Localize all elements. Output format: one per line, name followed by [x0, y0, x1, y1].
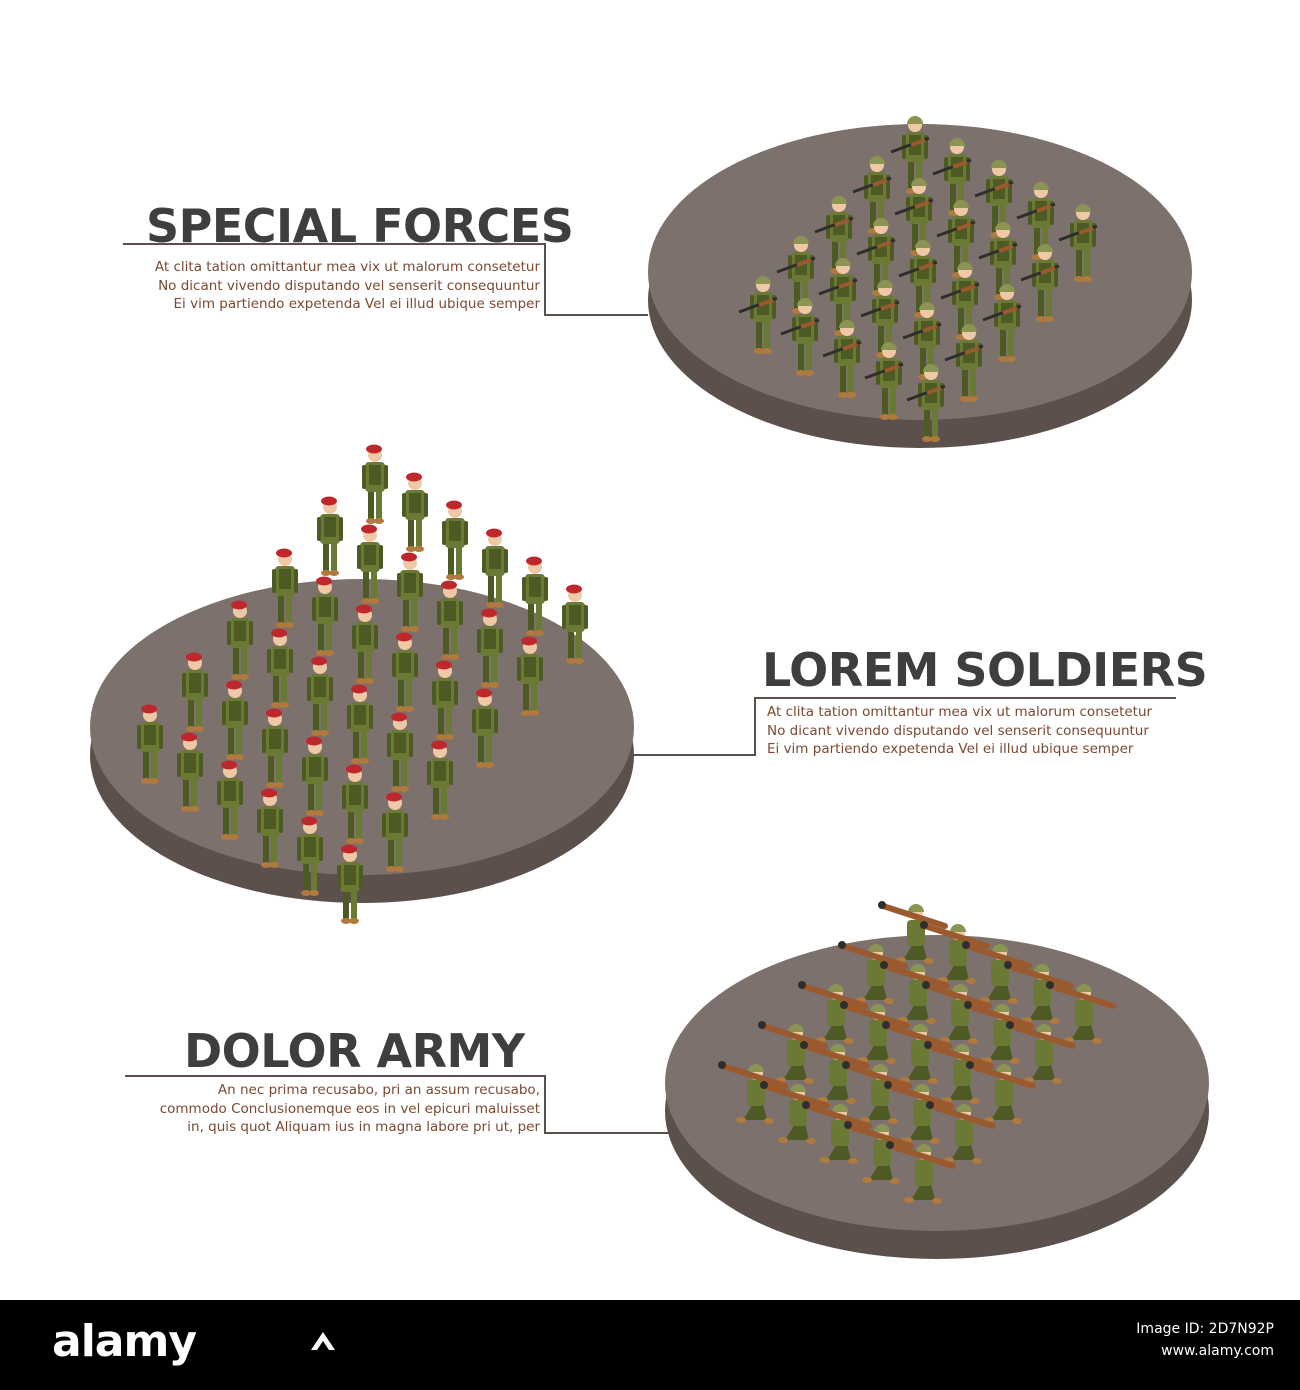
watermark-footer: alamy Image ID: 2D7N92P www.alamy.com	[0, 1300, 1300, 1390]
soldier-with-rifle-icon	[890, 116, 930, 194]
soldier-with-red-beret-icon	[477, 608, 503, 688]
soldier-with-rifle-icon	[1020, 244, 1060, 322]
description-special-forces: At clita tation omittantur mea vix ut ma…	[155, 258, 540, 314]
description-line: Ei vim partiendo expetenda Vel ei illud …	[173, 296, 540, 312]
soldier-with-red-beret-icon	[272, 548, 298, 628]
soldier-with-red-beret-icon	[427, 740, 453, 820]
soldier-with-rifle-icon	[864, 342, 904, 420]
soldier-with-red-beret-icon	[137, 704, 163, 784]
brand-logo: alamy	[52, 1316, 197, 1367]
soldier-with-red-beret-icon	[437, 580, 463, 660]
description-line: No dicant vivendo disputando vel senseri…	[767, 722, 1149, 739]
title-special-forces: SPECIAL FORCES	[146, 199, 574, 253]
soldier-with-red-beret-icon	[257, 788, 283, 868]
formation-dolor-army	[718, 901, 1116, 1204]
soldier-with-red-beret-icon	[472, 688, 498, 768]
soldier-with-rifle-icon	[1016, 182, 1056, 260]
soldier-with-red-beret-icon	[562, 584, 588, 664]
soldier-with-red-beret-icon	[342, 764, 368, 844]
kneeling-soldier-with-launcher-icon	[966, 1061, 1036, 1124]
description-line: An nec prima recusabo, pri an assum recu…	[217, 1082, 540, 1098]
military-infographic: SPECIAL FORCES At clita tation omittantu…	[90, 116, 1209, 1259]
soldier-with-red-beret-icon	[432, 660, 458, 740]
soldier-with-red-beret-icon	[397, 552, 423, 632]
soldier-with-red-beret-icon	[402, 472, 428, 552]
title-dolor-army: DOLOR ARMY	[184, 1024, 525, 1078]
title-lorem-soldiers: LOREM SOLDIERS	[762, 643, 1208, 697]
soldier-with-red-beret-icon	[347, 684, 373, 764]
soldier-with-red-beret-icon	[182, 652, 208, 732]
image-url: www.alamy.com	[1161, 1343, 1274, 1359]
soldier-with-red-beret-icon	[352, 604, 378, 684]
platform-top	[665, 935, 1209, 1231]
formation-special-forces	[738, 116, 1098, 442]
soldier-with-rifle-icon	[814, 196, 854, 274]
soldier-with-rifle-icon	[982, 284, 1022, 362]
soldier-with-rifle-icon	[906, 364, 946, 442]
leader-line-lorem-soldiers	[627, 697, 1176, 756]
soldier-with-red-beret-icon	[387, 712, 413, 792]
soldier-with-red-beret-icon	[482, 528, 508, 608]
kneeling-soldier-with-launcher-icon	[802, 1101, 872, 1164]
soldier-with-red-beret-icon	[217, 760, 243, 840]
soldier-with-red-beret-icon	[297, 816, 323, 896]
soldier-with-red-beret-icon	[222, 680, 248, 760]
kneeling-soldier-with-launcher-icon	[962, 941, 1032, 1004]
soldier-with-rifle-icon	[856, 218, 896, 296]
leader-line-dolor-army	[125, 1075, 690, 1134]
soldier-with-rifle-icon	[852, 156, 892, 234]
soldier-with-red-beret-icon	[522, 556, 548, 636]
brand-mark-icon	[311, 1332, 335, 1350]
soldier-with-red-beret-icon	[362, 444, 388, 524]
kneeling-soldier-with-launcher-icon	[842, 1061, 912, 1124]
soldier-with-rifle-icon	[780, 298, 820, 376]
soldier-with-red-beret-icon	[392, 632, 418, 712]
soldier-with-red-beret-icon	[357, 524, 383, 604]
description-lorem-soldiers: At clita tation omittantur mea vix ut ma…	[767, 703, 1152, 759]
soldier-with-red-beret-icon	[517, 636, 543, 716]
soldier-with-rifle-icon	[944, 324, 984, 402]
soldier-with-rifle-icon	[1058, 204, 1098, 282]
soldier-with-rifle-icon	[936, 200, 976, 278]
description-line: in, quis quot Aliquam ius in magna labor…	[187, 1119, 540, 1135]
leader-line-special-forces	[123, 243, 648, 316]
isometric-scene	[90, 116, 1209, 1259]
soldier-with-rifle-icon	[894, 178, 934, 256]
soldier-with-red-beret-icon	[337, 844, 363, 924]
kneeling-soldier-with-launcher-icon	[964, 1001, 1034, 1064]
soldier-with-rifle-icon	[974, 160, 1014, 238]
kneeling-soldier-with-launcher-icon	[886, 1141, 956, 1204]
soldier-with-rifle-icon	[898, 240, 938, 318]
kneeling-soldier-with-launcher-icon	[882, 1021, 952, 1084]
description-line: commodo Conclusionemque eos in vel epicu…	[159, 1100, 540, 1117]
formation-lorem-soldiers	[137, 444, 588, 924]
soldier-with-red-beret-icon	[307, 656, 333, 736]
description-line: Ei vim partiendo expetenda Vel ei illud …	[767, 741, 1134, 757]
soldier-with-rifle-icon	[822, 320, 862, 398]
description-line: At clita tation omittantur mea vix ut ma…	[767, 704, 1153, 720]
description-line: At clita tation omittantur mea vix ut ma…	[154, 259, 540, 275]
kneeling-soldier-with-launcher-icon	[1006, 1021, 1076, 1084]
soldier-with-red-beret-icon	[177, 732, 203, 812]
kneeling-soldier-with-launcher-icon	[878, 901, 948, 964]
description-dolor-army: An nec prima recusabo, pri an assum recu…	[160, 1081, 540, 1137]
soldier-with-red-beret-icon	[382, 792, 408, 872]
soldier-with-red-beret-icon	[312, 576, 338, 656]
kneeling-soldier-with-launcher-icon	[1046, 981, 1116, 1044]
image-id: Image ID: 2D7N92P	[1136, 1321, 1274, 1337]
description-line: No dicant vivendo disputando vel senseri…	[158, 277, 540, 294]
soldier-with-red-beret-icon	[262, 708, 288, 788]
soldier-with-red-beret-icon	[302, 736, 328, 816]
soldier-with-red-beret-icon	[227, 600, 253, 680]
soldier-with-rifle-icon	[738, 276, 778, 354]
soldier-with-red-beret-icon	[317, 496, 343, 576]
soldier-with-red-beret-icon	[267, 628, 293, 708]
soldier-with-red-beret-icon	[442, 500, 468, 580]
kneeling-soldier-with-launcher-icon	[926, 1101, 996, 1164]
